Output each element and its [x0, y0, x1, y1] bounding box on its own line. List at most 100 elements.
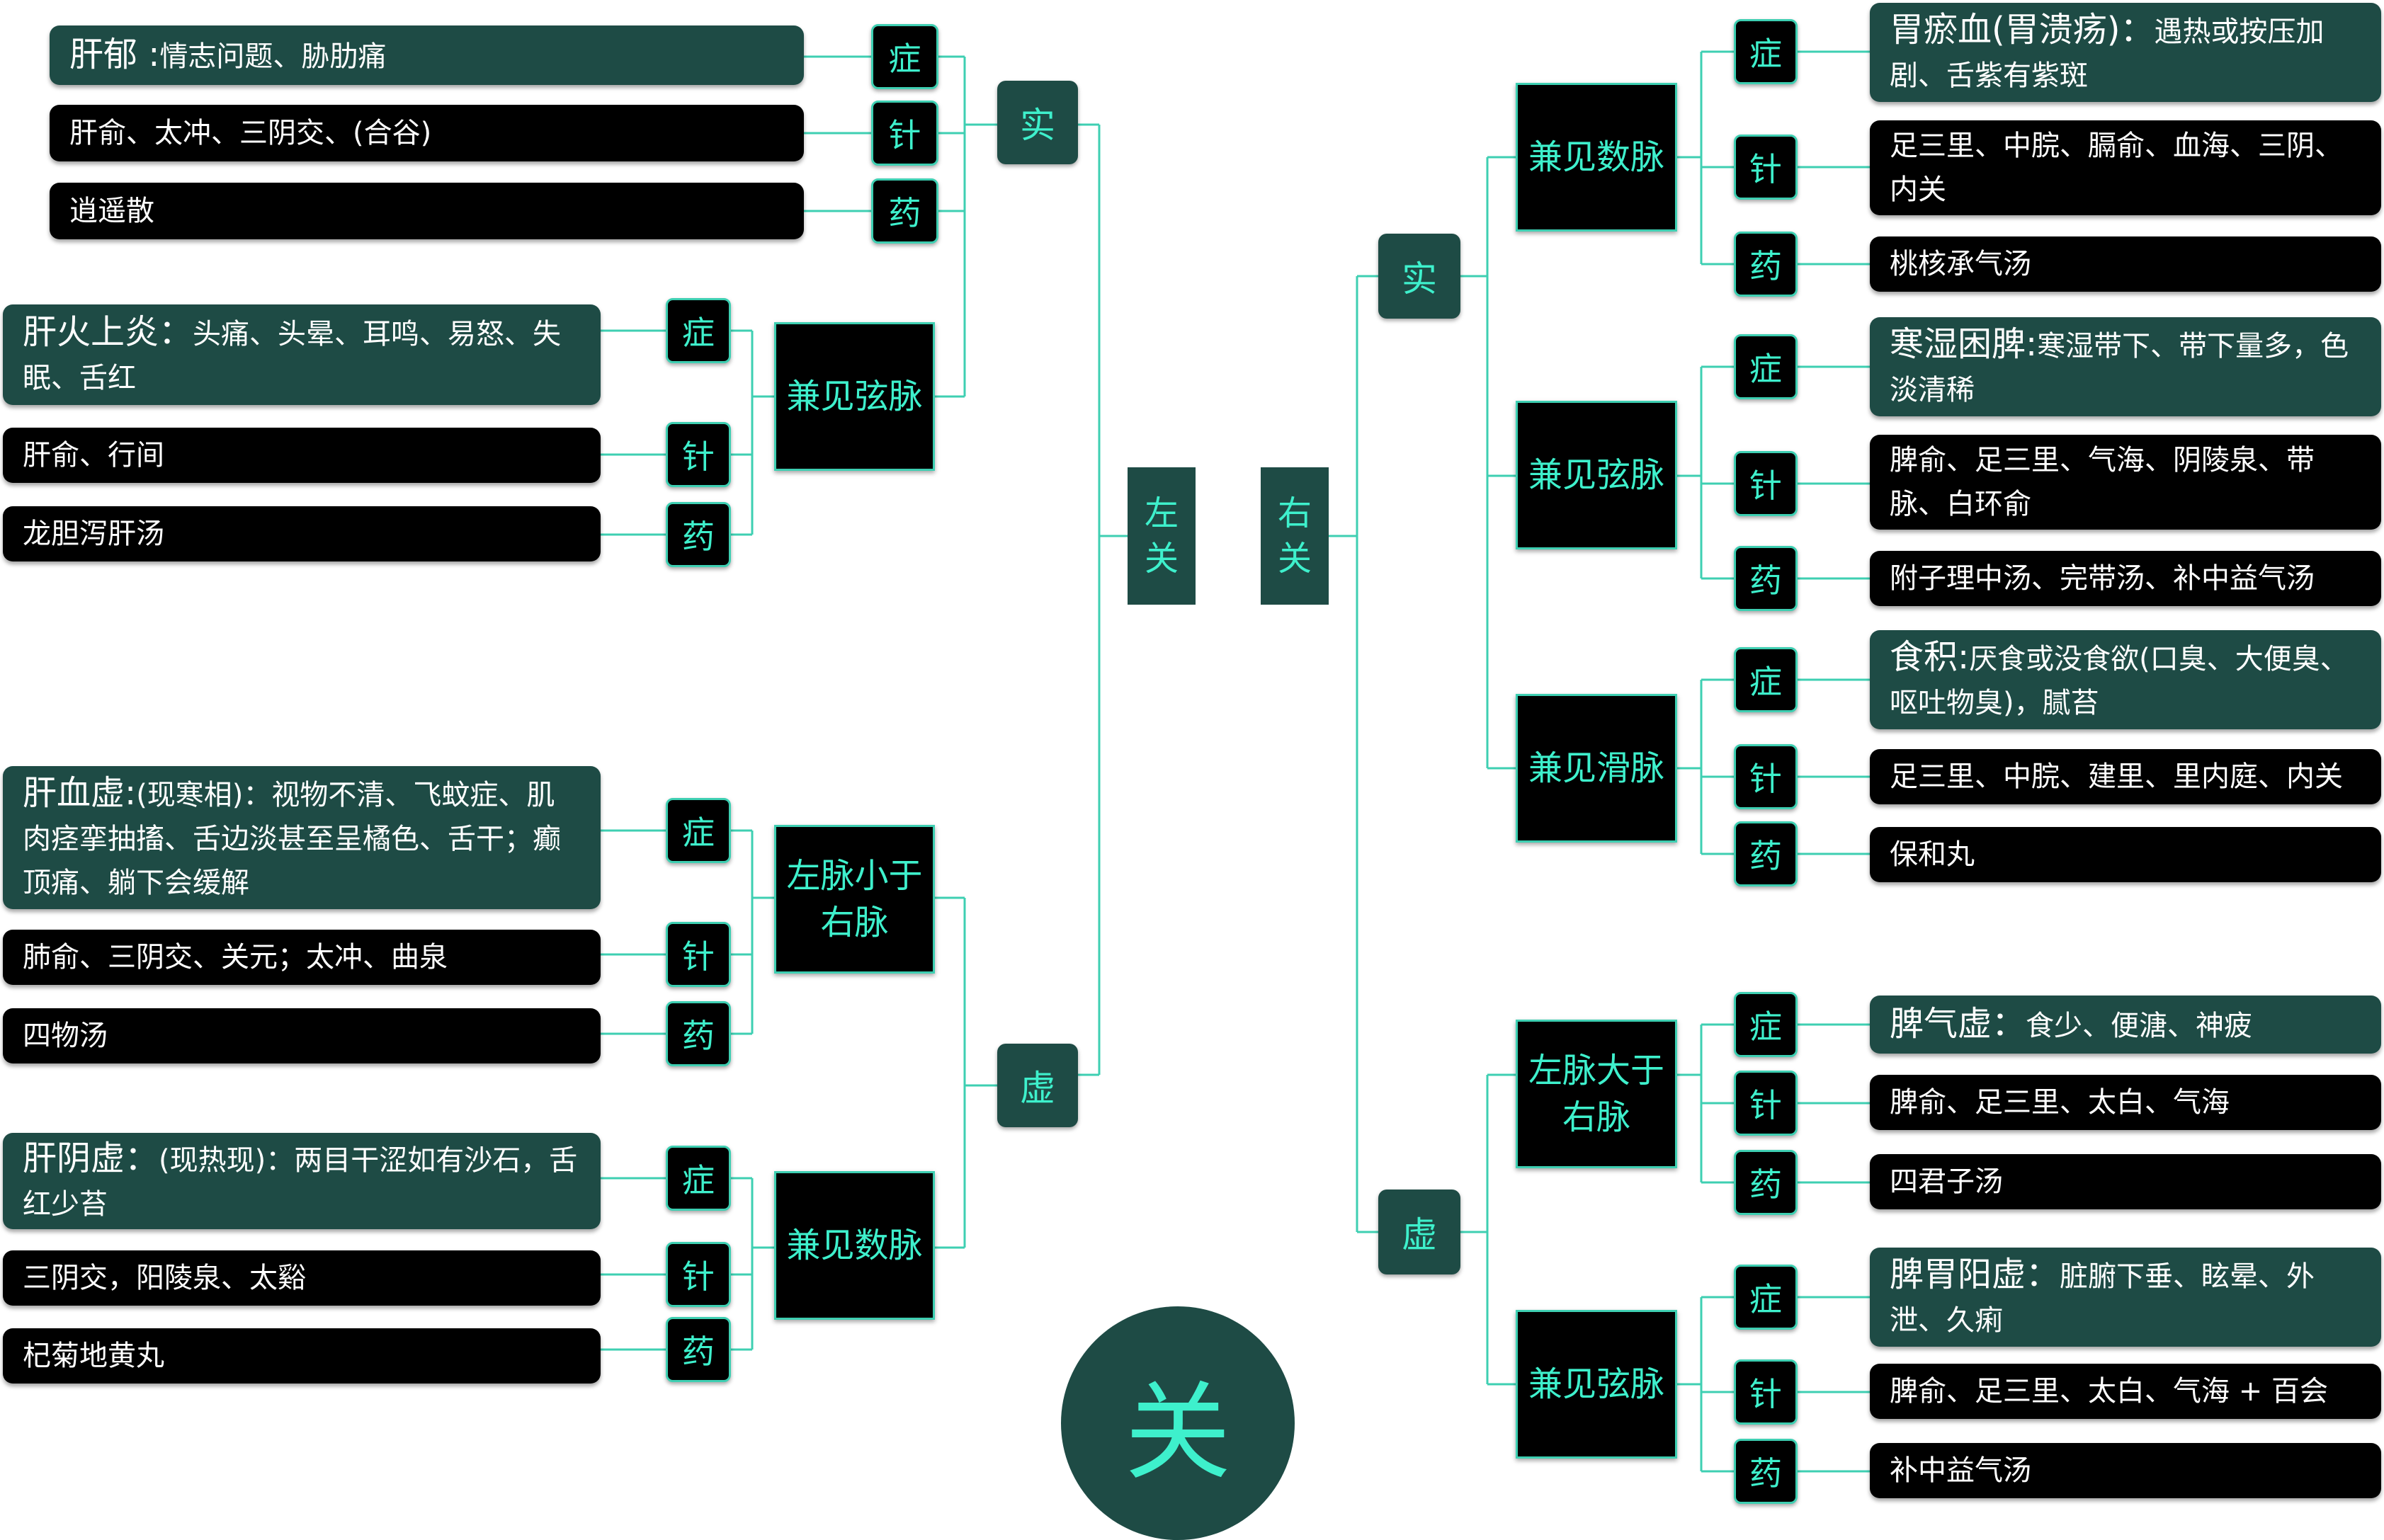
right-hua-symptom-leaf[interactable]: 食积:厌食或没食欲(口臭、大便臭、呕吐物臭)，腻苔 — [1870, 630, 2381, 729]
leaf-text: 脾俞、足三里、太白、气海 + 百会 — [1890, 1375, 2328, 1408]
left-shu-symptom-leaf[interactable]: 肝阴虚：(现热现)：两目干涩如有沙石，舌红少苔 — [3, 1133, 601, 1229]
tag-medicine-label: 药 — [682, 518, 715, 556]
condition-label: 左脉小于右脉 — [786, 856, 923, 942]
left-shu-medicine-leaf[interactable]: 杞菊地黄丸 — [3, 1328, 601, 1384]
left-xian-condition[interactable]: 兼见弦脉 — [774, 322, 935, 471]
tag-symptom-label: 症 — [1749, 35, 1782, 73]
left-shi-acupuncture-leaf[interactable]: 肝俞、太冲、三阴交、(合谷) — [50, 105, 804, 161]
leaf-title: 脾胃阳虚： — [1890, 1254, 2060, 1294]
right-xian-acupuncture-tag[interactable]: 针 — [1734, 451, 1798, 516]
left-shu-acupuncture-leaf[interactable]: 三阴交，阳陵泉、太谿 — [3, 1250, 601, 1306]
right-xian-symptom-leaf[interactable]: 寒湿困脾:寒湿带下、带下量多，色淡清稀 — [1870, 317, 2381, 416]
leaf-text: 脾俞、足三里、太白、气海 — [1890, 1086, 2230, 1119]
right-shu-symptom-leaf[interactable]: 胃瘀血(胃溃疡)：遇热或按压加剧、舌紫有紫斑 — [1870, 3, 2381, 102]
left-xiao-acupuncture-leaf[interactable]: 肺俞、三阴交、关元；太冲、曲泉 — [3, 930, 601, 985]
right-shu-acupuncture-leaf[interactable]: 足三里、中脘、膈俞、血海、三阴、内关 — [1870, 120, 2381, 215]
left-xiao-acupuncture-tag[interactable]: 针 — [666, 922, 731, 987]
connector-right-hua — [1677, 678, 1870, 855]
right-xu-xian-medicine-tag[interactable]: 药 — [1734, 1439, 1798, 1504]
tag-acupuncture-label: 针 — [682, 438, 715, 476]
tag-medicine-label: 药 — [888, 194, 921, 232]
leaf-text: 保和丸 — [1890, 838, 1975, 871]
leaf-title: 食积: — [1890, 637, 1970, 677]
condition-label: 兼见弦脉 — [786, 377, 923, 416]
tag-acupuncture-label: 针 — [888, 116, 921, 154]
right-xu-node[interactable]: 虚 — [1378, 1190, 1460, 1274]
right-da-condition[interactable]: 左脉大于右脉 — [1516, 1020, 1677, 1168]
right-shu-symptom-tag[interactable]: 症 — [1734, 19, 1798, 84]
left-xian-acupuncture-tag[interactable]: 针 — [666, 422, 731, 487]
leaf-text: 脾俞、足三里、气海、阴陵泉、带脉、白环俞 — [1890, 444, 2315, 520]
right-xu-xian-acupuncture-leaf[interactable]: 脾俞、足三里、太白、气海 + 百会 — [1870, 1364, 2381, 1419]
left-shi-symptom-leaf[interactable]: 肝郁 :情志问题、胁肋痛 — [50, 25, 804, 85]
center-guan-circle[interactable]: 关 — [1061, 1306, 1295, 1540]
leaf-text: 龙胆泻肝汤 — [23, 518, 164, 550]
right-shu-condition[interactable]: 兼见数脉 — [1516, 83, 1677, 232]
left-xian-medicine-leaf[interactable]: 龙胆泻肝汤 — [3, 506, 601, 561]
right-da-acupuncture-leaf[interactable]: 脾俞、足三里、太白、气海 — [1870, 1075, 2381, 1130]
right-xu-xian-symptom-leaf[interactable]: 脾胃阳虚：脏腑下垂、眩晕、外泄、久痢 — [1870, 1248, 2381, 1347]
left-xiao-medicine-leaf[interactable]: 四物汤 — [3, 1008, 601, 1063]
leaf-title: 肝火上炎： — [23, 312, 193, 352]
right-da-symptom-leaf[interactable]: 脾气虚：食少、便溏、神疲 — [1870, 996, 2381, 1054]
left-shu-medicine-tag[interactable]: 药 — [666, 1317, 731, 1382]
right-da-medicine-leaf[interactable]: 四君子汤 — [1870, 1154, 2381, 1209]
right-shi-node[interactable]: 实 — [1378, 234, 1460, 319]
right-shu-medicine-tag[interactable]: 药 — [1734, 232, 1798, 297]
right-da-medicine-tag[interactable]: 药 — [1734, 1150, 1798, 1215]
left-shu-condition[interactable]: 兼见数脉 — [774, 1171, 935, 1320]
right-xian-medicine-leaf[interactable]: 附子理中汤、完带汤、补中益气汤 — [1870, 551, 2381, 606]
left-shi-medicine-tag[interactable]: 药 — [871, 178, 938, 244]
right-xu-xian-medicine-leaf[interactable]: 补中益气汤 — [1870, 1443, 2381, 1498]
tag-symptom-label: 症 — [888, 40, 921, 78]
right-xian-symptom-tag[interactable]: 症 — [1734, 334, 1798, 399]
leaf-desc: 头痛、头晕、耳鸣、易怒、失眠、舌红 — [23, 317, 562, 394]
left-xiao-symptom-leaf[interactable]: 肝血虚:(现寒相)：视物不清、飞蚊症、肌肉痉挛抽搐、舌边淡甚至呈橘色、舌干；癫顶… — [3, 766, 601, 909]
leaf-desc: 寒湿带下、带下量多，色淡清稀 — [1890, 329, 2349, 406]
right-hua-symptom-tag[interactable]: 症 — [1734, 647, 1798, 712]
left-shi-node[interactable]: 实 — [997, 81, 1078, 164]
left-shi-medicine-leaf[interactable]: 逍遥散 — [50, 183, 804, 239]
left-xiao-symptom-tag[interactable]: 症 — [666, 798, 731, 863]
vertical-char: 关 — [1144, 539, 1179, 578]
condition-label: 兼见弦脉 — [1528, 1364, 1664, 1404]
left-guan-label: 左关 — [1145, 491, 1179, 581]
right-xian-acupuncture-leaf[interactable]: 脾俞、足三里、气海、阴陵泉、带脉、白环俞 — [1870, 435, 2381, 530]
left-xiao-condition[interactable]: 左脉小于右脉 — [774, 825, 935, 974]
right-guan-node[interactable]: 右关 — [1261, 467, 1329, 605]
left-xian-acupuncture-leaf[interactable]: 肝俞、行间 — [3, 428, 601, 483]
left-xian-symptom-tag[interactable]: 症 — [666, 298, 731, 363]
right-hua-medicine-leaf[interactable]: 保和丸 — [1870, 827, 2381, 882]
left-shi-symptom-tag[interactable]: 症 — [871, 24, 938, 89]
left-xian-symptom-leaf[interactable]: 肝火上炎：头痛、头晕、耳鸣、易怒、失眠、舌红 — [3, 304, 601, 405]
right-hua-condition[interactable]: 兼见滑脉 — [1516, 694, 1677, 843]
right-xu-xian-condition[interactable]: 兼见弦脉 — [1516, 1310, 1677, 1459]
left-xian-medicine-tag[interactable]: 药 — [666, 502, 731, 567]
leaf-title: 胃瘀血(胃溃疡)： — [1890, 9, 2155, 50]
left-shu-symptom-tag[interactable]: 症 — [666, 1146, 731, 1211]
leaf-desc: 情志问题、胁肋痛 — [159, 40, 387, 73]
right-xu-xian-symptom-tag[interactable]: 症 — [1734, 1265, 1798, 1330]
right-shu-acupuncture-tag[interactable]: 针 — [1734, 135, 1798, 200]
left-guan-node[interactable]: 左关 — [1128, 467, 1196, 605]
left-xiao-medicine-tag[interactable]: 药 — [666, 1001, 731, 1066]
left-shi-acupuncture-tag[interactable]: 针 — [871, 101, 938, 166]
right-xian-condition[interactable]: 兼见弦脉 — [1516, 401, 1677, 549]
left-shu-acupuncture-tag[interactable]: 针 — [666, 1242, 731, 1307]
right-shu-medicine-leaf[interactable]: 桃核承气汤 — [1870, 236, 2381, 292]
vertical-char: 关 — [1277, 539, 1312, 578]
tag-acupuncture-label: 针 — [1749, 150, 1782, 188]
right-da-acupuncture-tag[interactable]: 针 — [1734, 1071, 1798, 1136]
right-xu-xian-acupuncture-tag[interactable]: 针 — [1734, 1359, 1798, 1425]
right-xian-medicine-tag[interactable]: 药 — [1734, 546, 1798, 611]
right-hua-acupuncture-leaf[interactable]: 足三里、中脘、建里、里内庭、内关 — [1870, 749, 2381, 804]
condition-label: 兼见数脉 — [1528, 137, 1664, 177]
center-guan-label: 关 — [1124, 1371, 1231, 1495]
tag-acupuncture-label: 针 — [682, 937, 715, 976]
leaf-desc: 遇热或按压加剧、舌紫有紫斑 — [1890, 15, 2325, 92]
right-hua-medicine-tag[interactable]: 药 — [1734, 821, 1798, 886]
right-hua-acupuncture-tag[interactable]: 针 — [1734, 744, 1798, 809]
right-da-symptom-tag[interactable]: 症 — [1734, 992, 1798, 1057]
left-xu-node[interactable]: 虚 — [997, 1044, 1078, 1127]
